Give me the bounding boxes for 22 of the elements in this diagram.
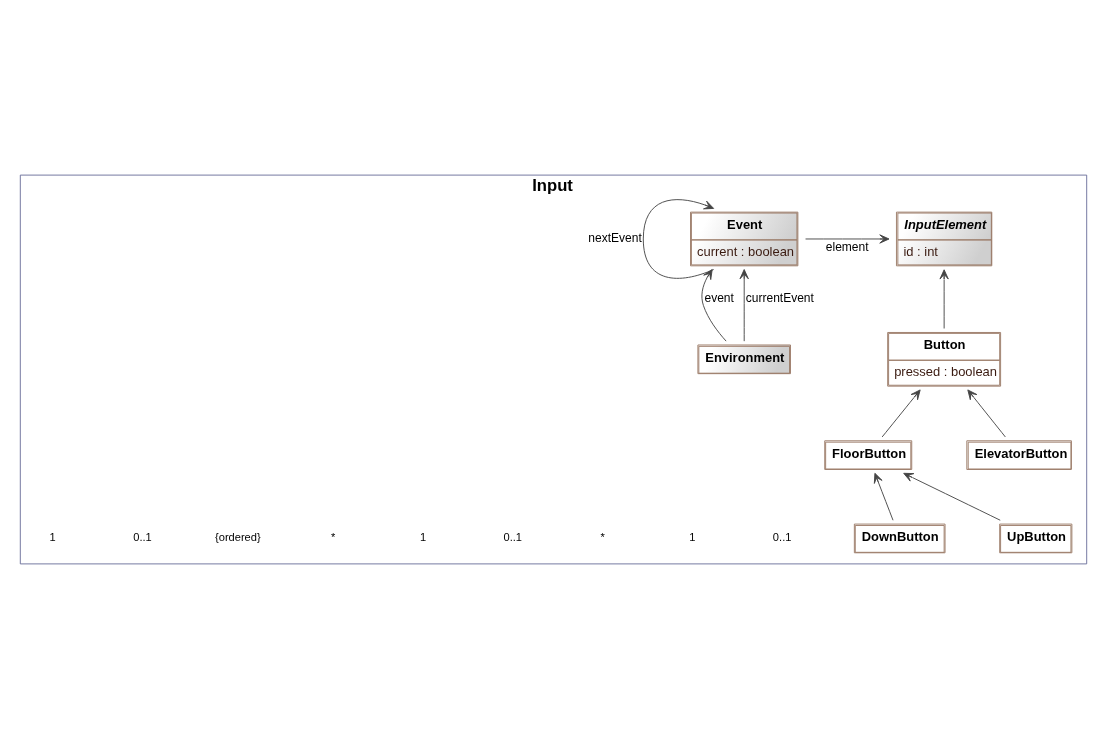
edge-label: element xyxy=(825,239,869,254)
label: 1 xyxy=(689,530,696,543)
label: 0..1 xyxy=(133,530,152,543)
arrow xyxy=(642,198,715,279)
label: 1 xyxy=(49,530,56,543)
label: * xyxy=(331,530,336,543)
arrow xyxy=(873,472,894,521)
arrow xyxy=(805,233,890,244)
label: 0..1 xyxy=(772,530,792,543)
arrow xyxy=(739,268,749,342)
arrow xyxy=(881,388,921,437)
edge-label: event xyxy=(704,290,734,305)
arrow xyxy=(939,268,949,329)
label: 0..1 xyxy=(503,530,523,543)
arrow xyxy=(967,388,1006,437)
arrow xyxy=(903,472,1001,521)
edge-label: currentEvent xyxy=(745,290,814,305)
label: {ordered} xyxy=(215,530,261,543)
label: * xyxy=(600,530,605,543)
edge-label: nextEvent xyxy=(588,230,642,245)
label: 1 xyxy=(419,530,427,543)
arrow xyxy=(701,268,727,342)
